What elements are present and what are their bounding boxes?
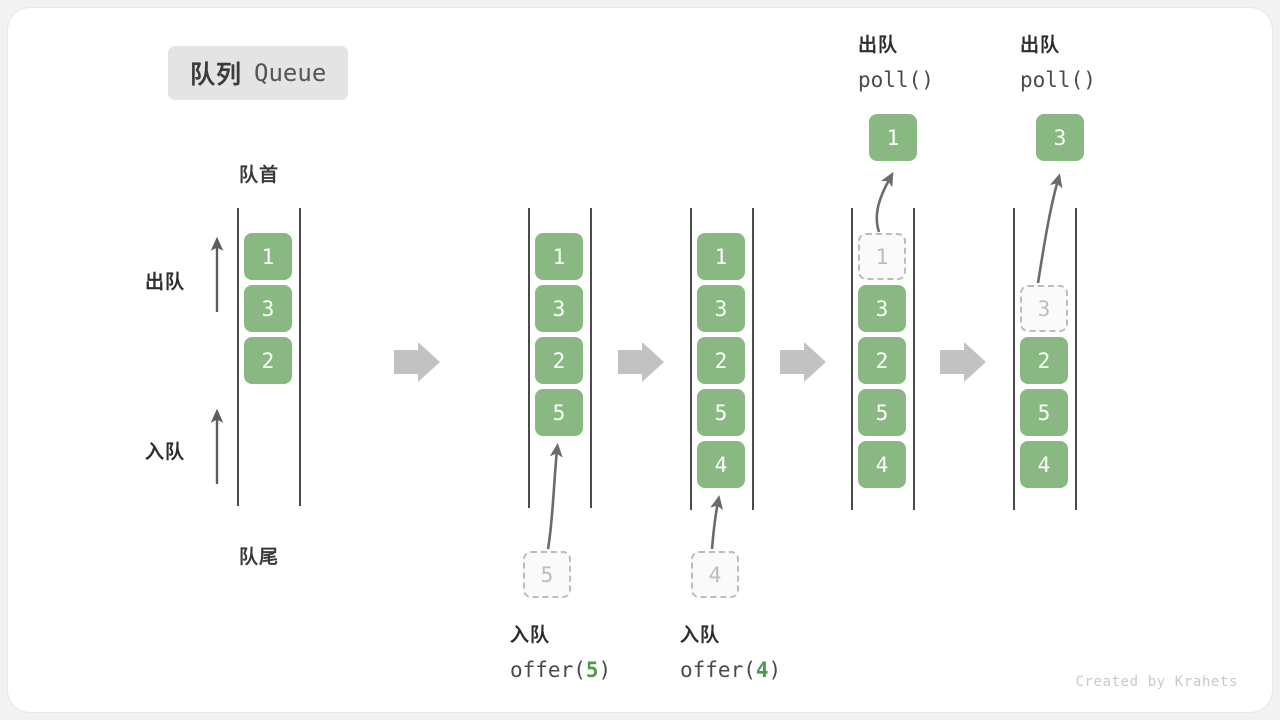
rail-left-col-1 [237, 208, 239, 506]
queue-cell: 5 [697, 389, 745, 436]
queue-cell: 5 [1020, 389, 1068, 436]
queue-cell: 5 [858, 389, 906, 436]
watermark: Created by Krahets [1075, 674, 1238, 690]
queue-cell: 1 [244, 233, 292, 280]
outgoing-ghost-cell: 3 [1020, 285, 1068, 332]
diagram-card [8, 8, 1272, 712]
queue-cell: 2 [697, 337, 745, 384]
incoming-ghost-cell: 5 [523, 551, 571, 598]
queue-title-cn: 队列 [190, 61, 243, 89]
queue-cell: 3 [244, 285, 292, 332]
queue-title-en: Queue [254, 59, 327, 87]
rail-right-col-1 [299, 208, 301, 506]
rail-right-col-3 [752, 208, 754, 510]
queue-cell: 2 [858, 337, 906, 384]
operation-caption-poll-3: 出队 poll() [1020, 28, 1096, 98]
queue-cell: 4 [858, 441, 906, 488]
queue-front-label: 队首 [239, 165, 280, 186]
operation-caption-offer-5: 入队 offer(5) [510, 618, 611, 688]
rail-left-col-2 [528, 208, 530, 508]
operation-label-cn: 入队 [680, 625, 721, 646]
queue-cell: 1 [697, 233, 745, 280]
queue-cell: 3 [858, 285, 906, 332]
rail-left-col-5 [1013, 208, 1015, 510]
operation-code: poll() [1020, 68, 1096, 92]
operation-caption-poll-1: 出队 poll() [858, 28, 934, 98]
rail-right-col-5 [1075, 208, 1077, 510]
queue-cell: 2 [535, 337, 583, 384]
rail-right-col-4 [913, 208, 915, 510]
operation-label-cn: 入队 [510, 625, 551, 646]
queue-cell: 2 [244, 337, 292, 384]
popped-cell: 3 [1036, 114, 1084, 161]
queue-cell: 3 [697, 285, 745, 332]
queue-title-badge: 队列 Queue [168, 46, 349, 100]
outgoing-ghost-cell: 1 [858, 233, 906, 280]
dequeue-direction-label: 出队 [145, 272, 186, 293]
queue-cell: 3 [535, 285, 583, 332]
queue-cell: 5 [535, 389, 583, 436]
operation-label-cn: 出队 [1020, 35, 1061, 56]
queue-cell: 4 [1020, 441, 1068, 488]
operation-code: offer(5) [510, 658, 612, 682]
incoming-ghost-cell: 4 [691, 551, 739, 598]
operation-caption-offer-4: 入队 offer(4) [680, 618, 781, 688]
enqueue-direction-label: 入队 [145, 442, 186, 463]
rail-left-col-3 [690, 208, 692, 510]
operation-code: poll() [858, 68, 934, 92]
queue-rear-label: 队尾 [239, 547, 280, 568]
rail-left-col-4 [851, 208, 853, 510]
queue-cell: 4 [697, 441, 745, 488]
operation-code: offer(4) [680, 658, 782, 682]
operation-label-cn: 出队 [858, 35, 899, 56]
queue-cell: 2 [1020, 337, 1068, 384]
popped-cell: 1 [869, 114, 917, 161]
rail-right-col-2 [590, 208, 592, 508]
queue-cell: 1 [535, 233, 583, 280]
